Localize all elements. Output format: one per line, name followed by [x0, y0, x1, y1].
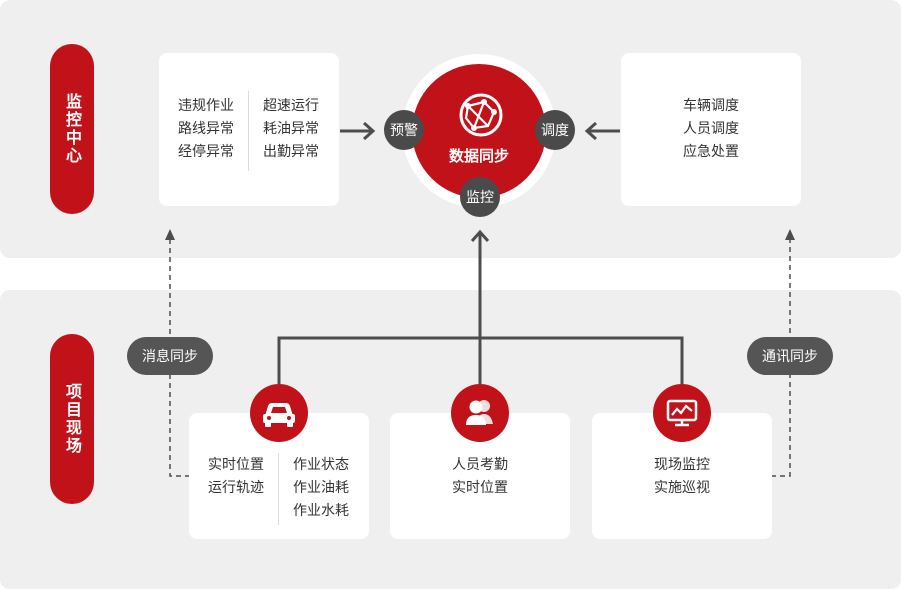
list-item: 耗油异常: [263, 121, 319, 137]
alert-list-col2: 超速运行 耗油异常 出勤异常: [263, 95, 319, 164]
arrowhead-left-to-hub: [363, 121, 376, 141]
left-dashed-line: [169, 238, 190, 477]
list-item: 作业状态: [293, 457, 349, 473]
list-item: 人员调度: [683, 121, 739, 137]
right-dashed-line: [771, 238, 791, 477]
vehicle-list-col2: 作业状态 作业油耗 作业水耗: [293, 454, 349, 523]
network-globe-icon: [459, 93, 503, 137]
car-icon: [263, 403, 295, 427]
list-item: 运行轨迹: [208, 480, 264, 496]
data-sync-hub: [412, 64, 546, 198]
list-item: 应急处置: [683, 144, 739, 160]
list-item: 违规作业: [178, 98, 234, 114]
list-item: 车辆调度: [683, 98, 739, 114]
dispatch-badge: 调度: [535, 110, 575, 150]
arrowhead-right-to-hub: [584, 121, 597, 141]
list-item: 作业水耗: [293, 503, 349, 519]
alert-card: 违规作业 路线异常 经停异常 超速运行 耗油异常 出勤异常: [159, 53, 339, 206]
list-item: 出勤异常: [263, 144, 319, 160]
car-icon-circle: [250, 384, 308, 442]
right-dashed-arrowhead: [785, 229, 795, 240]
personnel-list: 人员考勤 实时位置: [390, 454, 570, 500]
left-dashed-arrowhead: [165, 229, 175, 240]
message-sync-tag: 消息同步: [127, 337, 213, 375]
list-item: 人员考勤: [452, 457, 508, 473]
branch-line: [277, 336, 684, 384]
monitor-badge: 监控: [460, 177, 500, 217]
list-item: 经停异常: [178, 144, 234, 160]
divider: [248, 91, 249, 171]
divider: [278, 453, 279, 525]
vehicle-list-col1: 实时位置 运行轨迹: [208, 454, 264, 500]
alert-list-col1: 违规作业 路线异常 经停异常: [178, 95, 234, 164]
monitoring-center-label: 监控中心: [50, 44, 94, 214]
list-item: 路线异常: [178, 121, 234, 137]
arrowhead-up-hub: [470, 229, 490, 242]
list-item: 实时位置: [208, 457, 264, 473]
list-item: 作业油耗: [293, 480, 349, 496]
warning-badge: 预警: [384, 110, 424, 150]
list-item: 现场监控: [654, 457, 710, 473]
list-item: 超速运行: [263, 98, 319, 114]
hub-label: 数据同步: [448, 147, 509, 165]
list-item: 实时位置: [452, 480, 508, 496]
list-item: 实施巡视: [654, 480, 710, 496]
dispatch-list: 车辆调度 人员调度 应急处置: [621, 95, 801, 164]
monitor-icon-circle: [653, 384, 711, 442]
people-icon-circle: [451, 384, 509, 442]
project-site-label: 项目现场: [50, 334, 94, 504]
site-monitor-list: 现场监控 实施巡视: [592, 454, 772, 500]
dispatch-card: 车辆调度 人员调度 应急处置: [621, 53, 801, 206]
people-icon: [466, 400, 493, 425]
monitor-chart-icon: [666, 399, 698, 427]
comm-sync-tag: 通讯同步: [747, 337, 833, 375]
